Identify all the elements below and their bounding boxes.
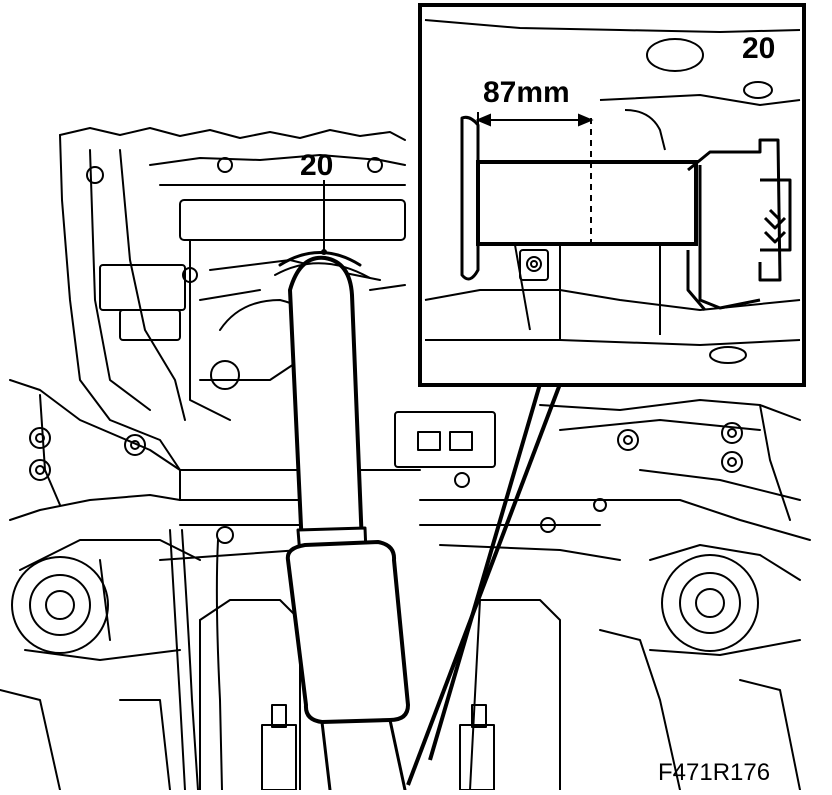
dimension-label: 87mm (483, 76, 570, 109)
exhaust-tool (274, 251, 410, 792)
inset-pointer (406, 383, 562, 786)
inset-callout-label: 20 (742, 32, 775, 65)
main-callout-dot (321, 249, 327, 255)
inset-pipe (476, 160, 698, 246)
figure-id: F471R176 (658, 759, 770, 786)
underbody-structure (0, 127, 811, 791)
main-callout-label: 20 (300, 149, 333, 182)
inset-detail (418, 3, 806, 387)
dimension-line (475, 112, 594, 162)
bolt-group (29, 157, 743, 544)
